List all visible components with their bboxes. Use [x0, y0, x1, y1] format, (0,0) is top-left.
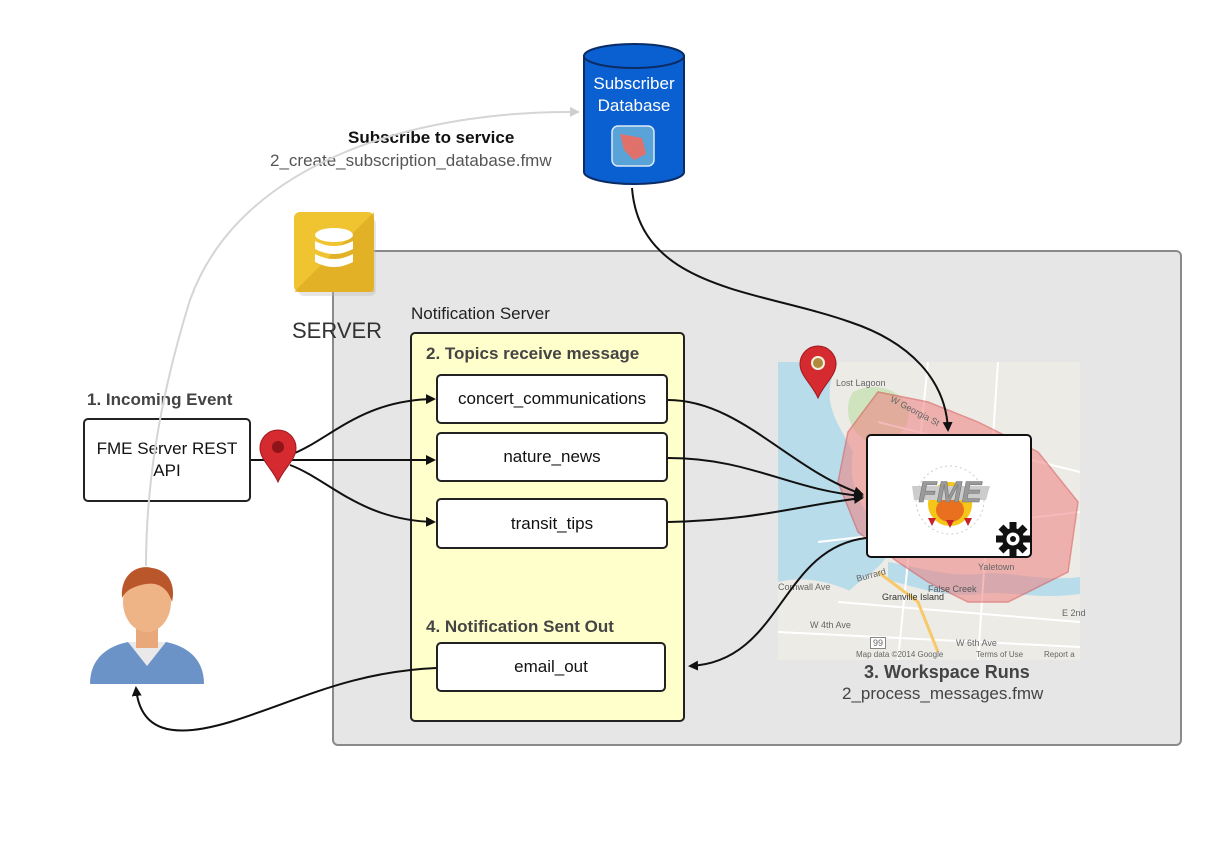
- transit-to-fme-connector: [667, 493, 864, 523]
- server-icon: [294, 212, 380, 298]
- email-out-box[interactable]: email_out: [436, 642, 666, 692]
- subscribe-file: 2_create_subscription_database.fmw: [270, 151, 552, 170]
- fme-logo: FME: [912, 465, 990, 535]
- workspace-file: 2_process_messages.fmw: [842, 684, 1044, 703]
- map-pin-icon: [258, 428, 298, 484]
- subscribe-connector: [145, 106, 580, 567]
- topic-transit-tips[interactable]: transit_tips: [436, 498, 668, 549]
- nature-to-fme-connector: [667, 457, 864, 501]
- map-label-cornwall: Cornwall Ave: [778, 582, 831, 592]
- concert-to-fme-connector: [667, 399, 864, 497]
- rest-api-box[interactable]: FME Server REST API: [83, 418, 251, 502]
- rest-to-transit-connector: [289, 464, 436, 527]
- rest-to-concert-connector: [289, 394, 436, 456]
- map-label-hwy99: 99: [870, 637, 887, 649]
- database-label-1: Subscriber: [593, 74, 675, 93]
- email-to-user-connector: [131, 667, 437, 732]
- topics-heading: 2. Topics receive message: [426, 344, 640, 363]
- incoming-heading: 1. Incoming Event: [87, 390, 233, 409]
- workspace-heading: 3. Workspace Runs: [864, 662, 1030, 682]
- database-label-2: Database: [597, 96, 671, 115]
- gear-icon: [996, 522, 1030, 556]
- fme-logo-text: FME: [918, 476, 982, 509]
- map-label-w6th: W 6th Ave: [956, 638, 997, 648]
- map-label-e2nd: E 2nd: [1062, 608, 1086, 618]
- sent-heading: 4. Notification Sent Out: [426, 617, 614, 636]
- server-label: SERVER: [292, 318, 383, 343]
- map-label-w4th: W 4th Ave: [810, 620, 851, 630]
- map-pin-icon: [798, 344, 838, 400]
- fme-to-email-connector: [688, 537, 867, 671]
- subscribe-title: Subscribe to service: [348, 128, 515, 147]
- map-terms[interactable]: Terms of Use: [976, 650, 1024, 659]
- map-attribution: Map data ©2014 Google: [856, 650, 944, 659]
- map-label-granville-island: Granville Island: [882, 592, 945, 602]
- map-label-yaletown: Yaletown: [978, 562, 1015, 572]
- map-label-lost-lagoon: Lost Lagoon: [836, 378, 886, 388]
- topic-concert-communications[interactable]: concert_communications: [436, 374, 668, 424]
- topic-nature-news[interactable]: nature_news: [436, 432, 668, 482]
- subscriber-database[interactable]: Subscriber Database: [582, 42, 686, 188]
- user-avatar: [86, 562, 208, 684]
- map-label-false-creek: False Creek: [928, 584, 977, 594]
- fme-workspace-box[interactable]: FME: [866, 434, 1032, 558]
- database-to-fme-connector: [631, 187, 953, 432]
- map-report[interactable]: Report a: [1044, 650, 1075, 659]
- notification-server-title: Notification Server: [411, 304, 550, 323]
